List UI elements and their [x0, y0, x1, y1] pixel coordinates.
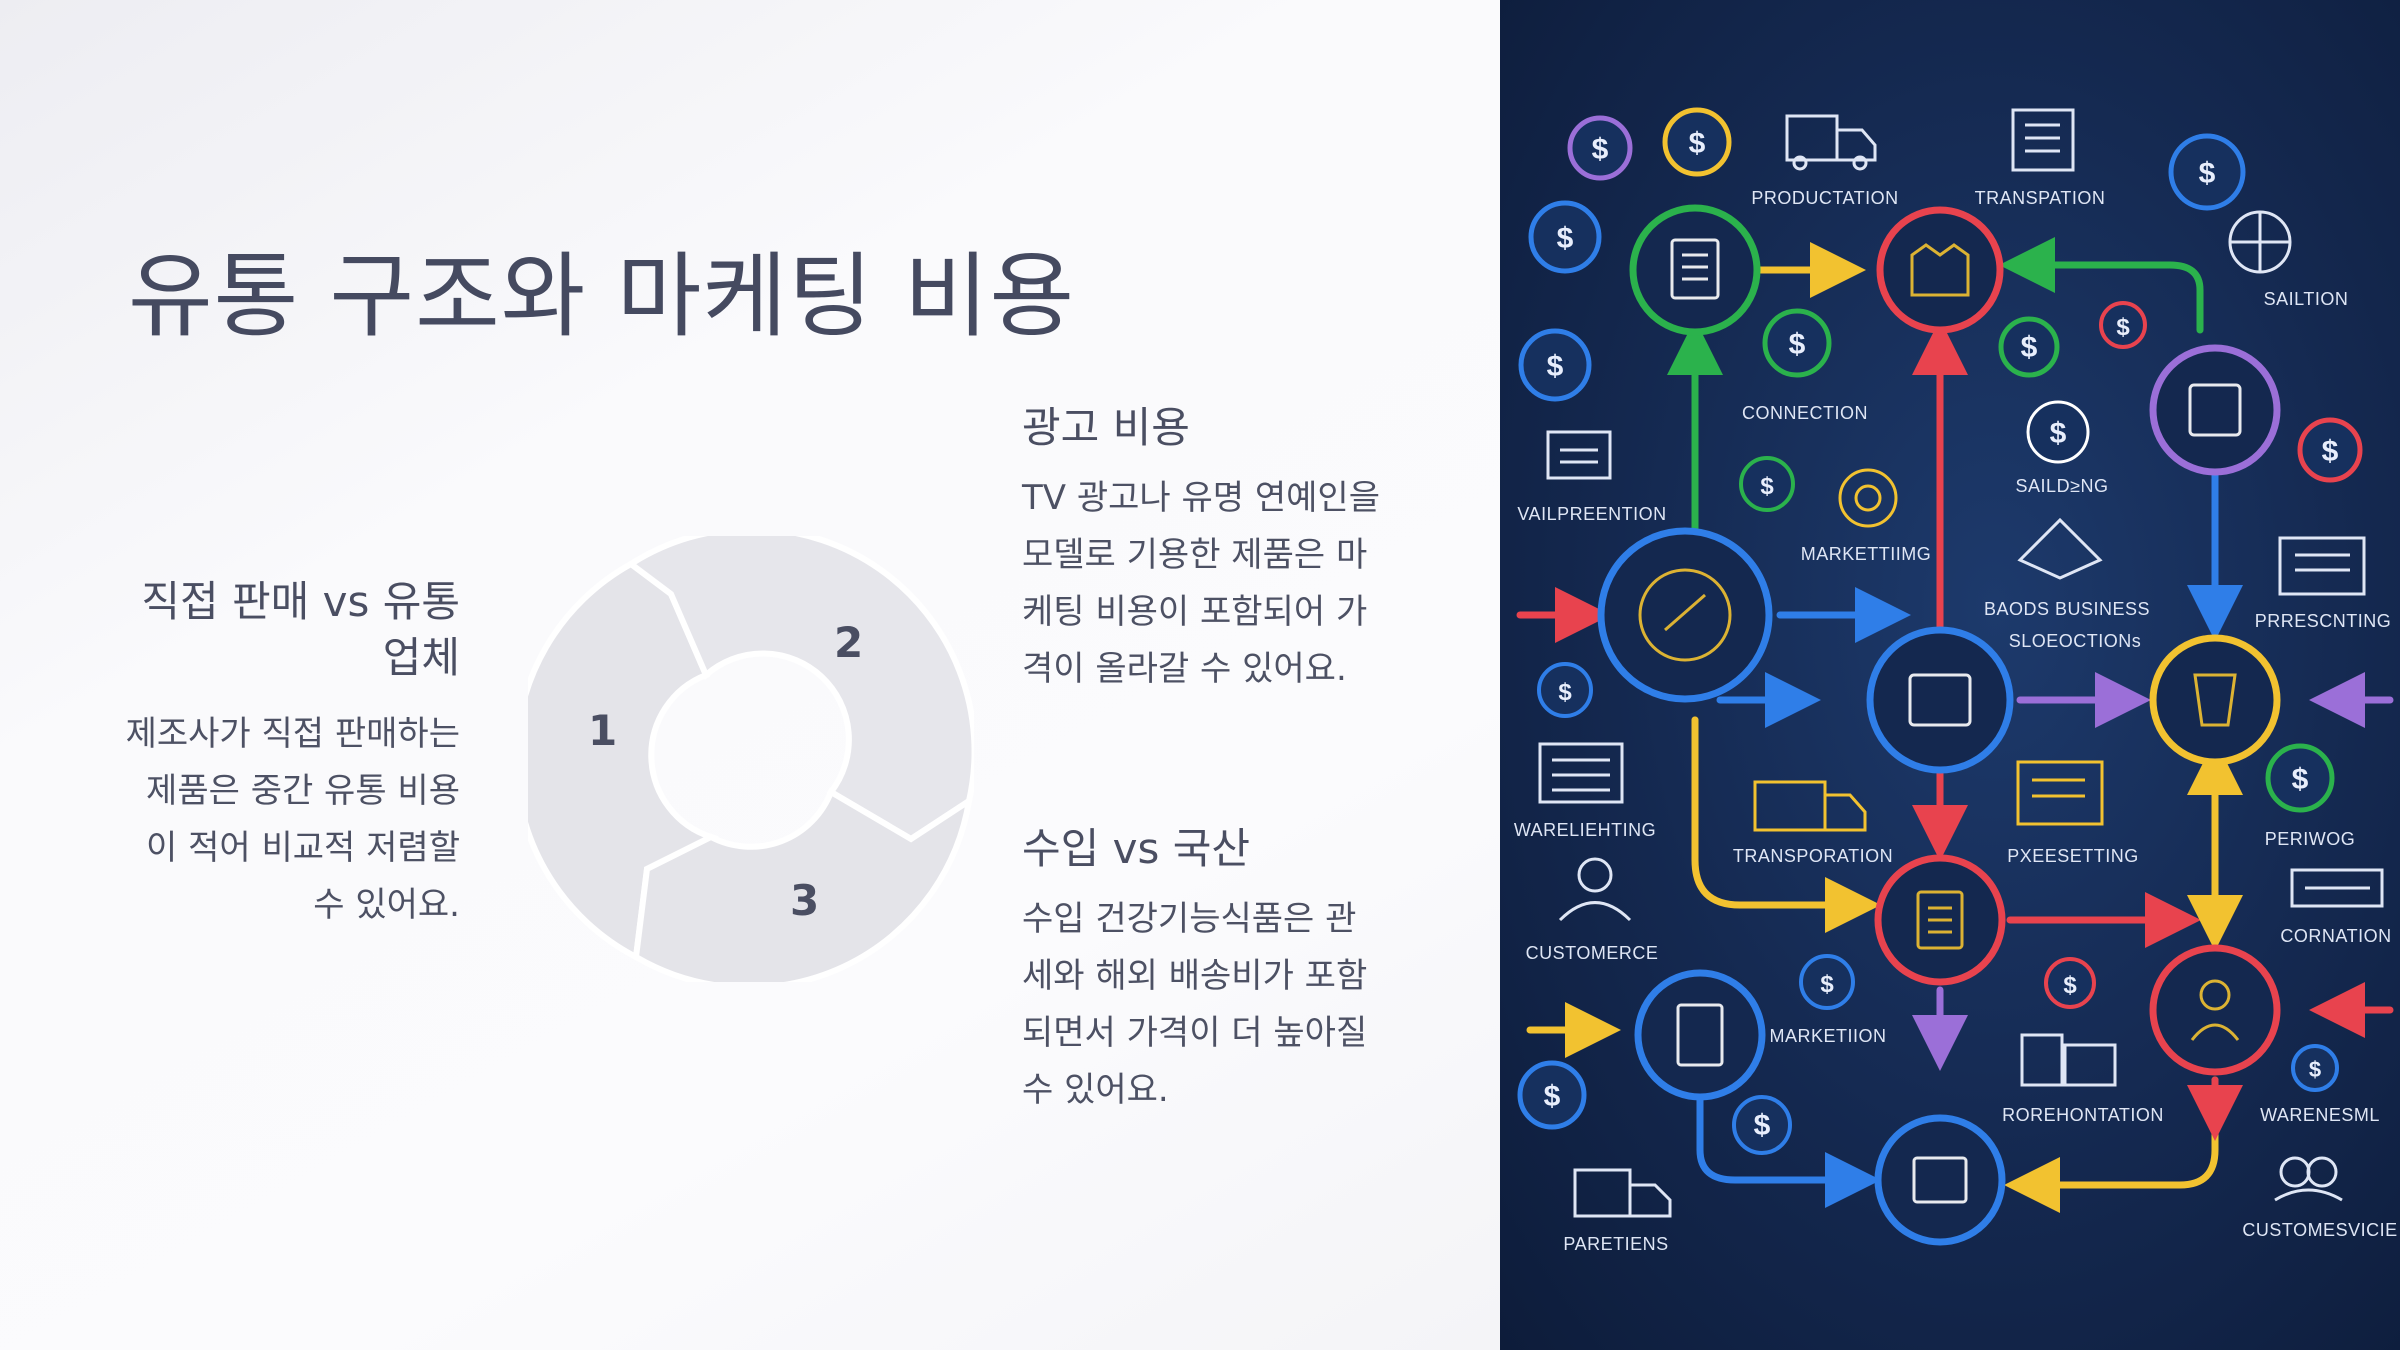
page-title: 유통 구조와 마케팅 비용: [128, 243, 1076, 350]
dollar-coin-icon: $: [1518, 328, 1592, 402]
advertising-body: TV 광고나 유명 연예인을 모델로 기용한 제품은 마케팅 비용이 포함되어 …: [1022, 478, 1380, 689]
svg-text:$: $: [2309, 1057, 2321, 1082]
svg-text:$: $: [2199, 157, 2216, 190]
label-vailpreention: VAILPREENTION: [1517, 504, 1666, 524]
building-icon: [2017, 517, 2103, 580]
label-marketing: MARKETTIIMG: [1801, 544, 1932, 564]
dollar-coin-icon: $: [1537, 662, 1593, 718]
report-icon: [2020, 1033, 2117, 1087]
document-icon: [2011, 108, 2075, 172]
gear-icon: [1838, 468, 1898, 528]
people-icon: [2274, 1156, 2343, 1202]
cycle-step-2: 2: [834, 618, 864, 667]
label-connection: CONNECTION: [1742, 403, 1868, 423]
dollar-coin-icon: $: [1732, 1095, 1792, 1155]
label-sloeoction: SLOEOCTIONs: [2009, 631, 2142, 651]
truck-icon: [1573, 1168, 1672, 1218]
dollar-coin-icon: $: [1799, 954, 1855, 1010]
label-marketiion: MARKETIION: [1769, 1026, 1886, 1046]
dollar-coin-icon: $: [1739, 456, 1795, 512]
setting-board-icon: [2016, 760, 2104, 826]
card-icon: [2290, 868, 2384, 908]
label-prrescnting: PRRESCNTING: [2255, 611, 2392, 631]
label-sailtion: SAILTION: [2264, 289, 2349, 309]
customer-group-icon: [1558, 857, 1632, 922]
import-heading: 수입 vs 국산: [1022, 824, 1250, 873]
svg-text:$: $: [2322, 435, 2339, 468]
svg-text:$: $: [2292, 763, 2309, 796]
label-wareliehting: WARELIEHTING: [1514, 820, 1656, 840]
svg-text:$: $: [2021, 331, 2038, 364]
svg-text:$: $: [1820, 971, 1834, 998]
label-baods-business: BAODS BUSINESS: [1984, 599, 2150, 619]
dollar-coin-icon: $: [2099, 301, 2147, 349]
label-productation: PRODUCTATION: [1751, 188, 1898, 208]
dollar-coin-icon: $: [1567, 115, 1633, 181]
svg-text:$: $: [1760, 473, 1774, 500]
globe-icon: [2228, 210, 2292, 274]
direct-sales-body: 제조사가 직접 판매하는 제품은 중간 유통 비용이 적어 비교적 저렴할 수 …: [125, 714, 460, 925]
dollar-coin-icon: $: [2044, 957, 2096, 1009]
cycle-diagram: 1 2 3: [512, 525, 978, 991]
svg-text:$: $: [2063, 972, 2077, 999]
label-paretiens: PARETIENS: [1563, 1234, 1668, 1254]
dollar-coin-icon: $: [1762, 308, 1832, 378]
direct-sales-heading: 직접 판매 vs 유통 업체: [141, 577, 460, 682]
truck-icon: [1785, 114, 1877, 171]
content-panel: 유통 구조와 마케팅 비용 직접 판매 vs 유통 업체 제조사가 직접 판매하…: [0, 0, 1500, 1350]
presentation-icon: [1546, 430, 1612, 480]
svg-text:$: $: [2050, 417, 2067, 450]
truck-icon: [1753, 780, 1867, 832]
network-diagram: $ $ $ $ $ $ $ $ $ $ $ $ $ $ $ $ $ $: [1514, 107, 2397, 1254]
svg-text:$: $: [1557, 222, 1574, 255]
label-transporation: TRANSPORATION: [1733, 846, 1893, 866]
dollar-coin-icon: $: [2265, 743, 2335, 813]
distribution-network-illustration: $ $ $ $ $ $ $ $ $ $ $ $ $ $ $ $ $ $: [1500, 0, 2400, 1350]
dollar-coin-icon: $: [1517, 1060, 1587, 1130]
cycle-step-3: 3: [790, 876, 820, 925]
svg-text:$: $: [1544, 1080, 1561, 1113]
dollar-coin-icon: $: [2291, 1044, 2339, 1092]
label-rorehontation: ROREHONTATION: [2002, 1105, 2164, 1125]
import-body: 수입 건강기능식품은 관세와 해외 배송비가 포함되면서 가격이 더 높아질 수…: [1022, 899, 1368, 1110]
dollar-coin-icon: $: [2297, 417, 2363, 483]
advertising-heading: 광고 비용: [1022, 403, 1190, 452]
cycle-step-1: 1: [588, 706, 618, 755]
svg-text:$: $: [1754, 1109, 1771, 1142]
cycle-segment-3: [632, 787, 974, 991]
label-warenesml: WARENESML: [2260, 1105, 2380, 1125]
label-saildng: SAILD≥NG: [2016, 476, 2109, 496]
dollar-coin-icon: $: [1998, 316, 2060, 378]
label-periwog: PERIWOG: [2265, 829, 2356, 849]
svg-text:$: $: [2116, 314, 2130, 341]
svg-text:$: $: [1592, 133, 1609, 166]
svg-text:$: $: [1558, 679, 1572, 706]
presentation-board-icon: [2278, 536, 2366, 596]
dollar-coin-icon: $: [1528, 200, 1602, 274]
label-customesvicie: CUSTOMESVICIE: [2242, 1220, 2397, 1240]
label-customerce: CUSTOMERCE: [1526, 943, 1659, 963]
svg-text:$: $: [1547, 350, 1564, 383]
label-pxeesetting: PXEESETTING: [2007, 846, 2139, 866]
label-transpation: TRANSPATION: [1975, 188, 2106, 208]
svg-text:$: $: [1789, 328, 1806, 361]
dollar-coin-icon: $: [2026, 400, 2090, 464]
svg-text:$: $: [1689, 127, 1706, 160]
dollar-coin-icon: $: [1662, 107, 1732, 177]
label-cornation: CORNATION: [2280, 926, 2391, 946]
warehouse-list-icon: [1538, 742, 1624, 804]
dollar-coin-icon: $: [2168, 133, 2246, 211]
